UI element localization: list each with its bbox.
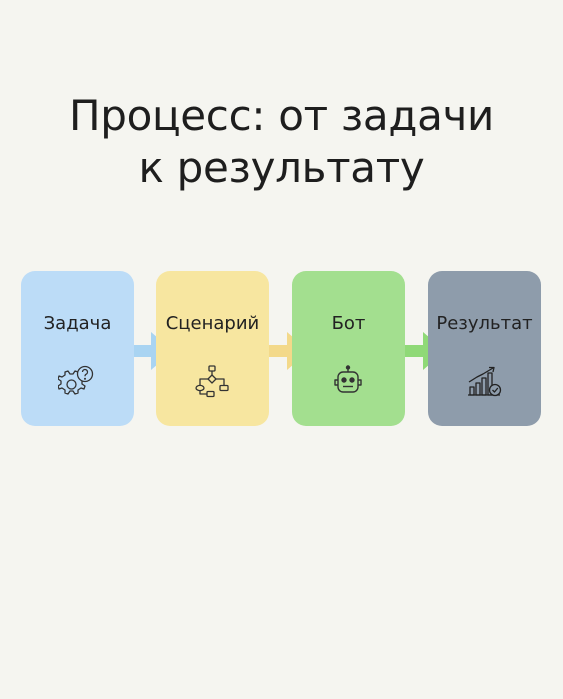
page-title: Процесс: от задачи к результату — [0, 90, 563, 194]
step-label: Задача — [43, 313, 112, 334]
title-line-1: Процесс: от задачи — [68, 91, 495, 140]
step-scenario: Сценарий — [156, 271, 269, 426]
growth-chart-icon — [468, 366, 502, 397]
step-bot: Бот — [292, 271, 405, 426]
gear-question-icon — [58, 365, 94, 395]
step-label: Результат — [436, 313, 533, 334]
flowchart-icon — [195, 365, 229, 398]
step-result: Результат — [428, 271, 541, 426]
step-label: Бот — [331, 313, 366, 334]
step-label: Сценарий — [165, 313, 260, 334]
robot-icon — [334, 365, 362, 393]
step-task: Задача — [21, 271, 134, 426]
title-line-2: к результату — [138, 143, 425, 192]
